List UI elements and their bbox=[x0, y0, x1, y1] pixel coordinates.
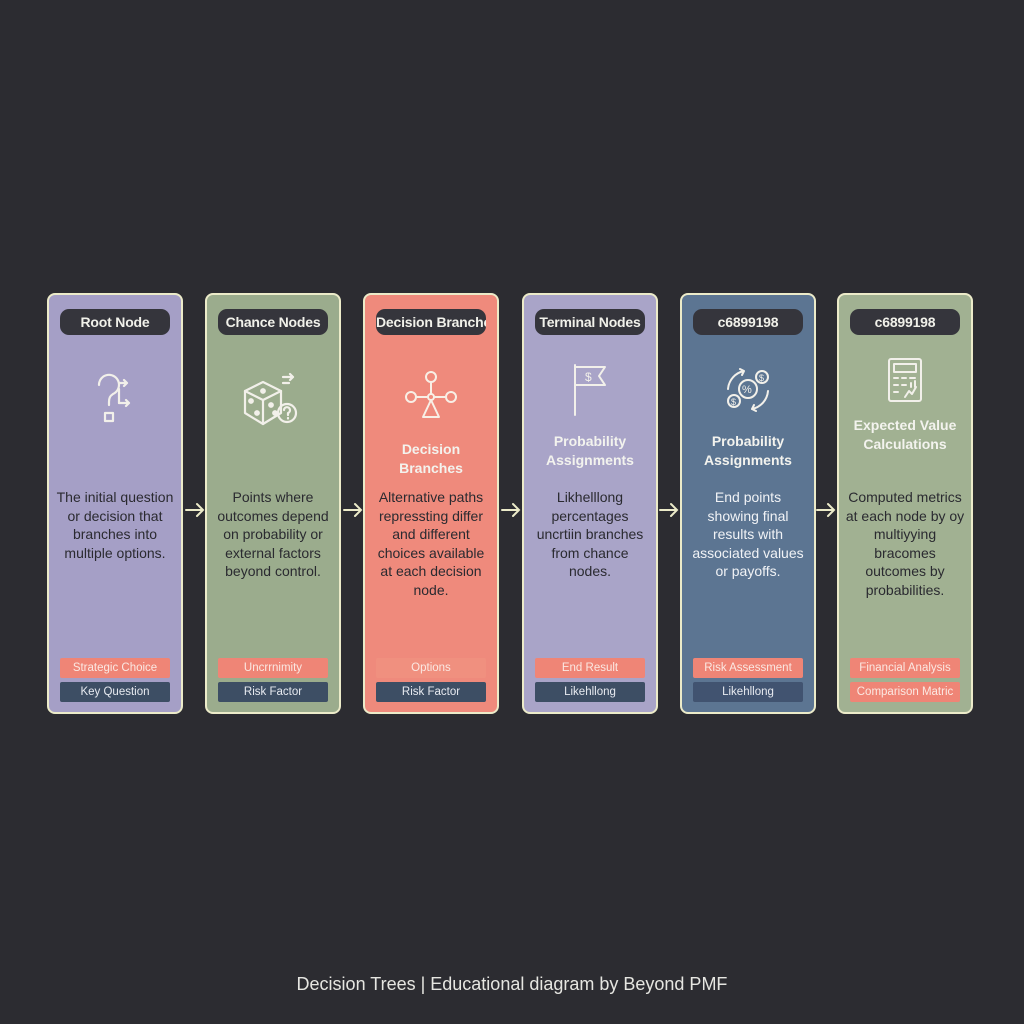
card-title: Decision Branches bbox=[376, 309, 486, 335]
arrow-right-icon bbox=[185, 503, 205, 517]
card-chance-nodes: Chance Nodes Points where outcomes depen… bbox=[205, 293, 341, 714]
card-description: End points showing final results with as… bbox=[692, 489, 804, 579]
tag-likelihood: Likehllong bbox=[535, 682, 645, 702]
percent-exchange-icon: % $ $ bbox=[682, 365, 814, 431]
card-title: Chance Nodes bbox=[218, 309, 328, 335]
card-subtitle: Probability Assignments bbox=[546, 433, 634, 468]
card-terminal-nodes: Terminal Nodes $ Probability Assignments… bbox=[522, 293, 658, 714]
arrow-right-icon bbox=[659, 503, 679, 517]
card-description: Likhelllong percentages uncrtiin branche… bbox=[536, 489, 644, 579]
branch-network-icon bbox=[365, 369, 497, 435]
card-title: c6899198 bbox=[693, 309, 803, 335]
card-subtitle: Expected Value Calculations bbox=[853, 417, 957, 452]
svg-text:%: % bbox=[742, 384, 752, 396]
svg-text:$: $ bbox=[585, 370, 592, 384]
arrow-right-icon bbox=[816, 503, 836, 517]
tag-end-result: End Result bbox=[535, 658, 645, 678]
svg-text:$: $ bbox=[731, 397, 736, 407]
tag-comparison-matrix: Comparison Matric bbox=[850, 682, 960, 702]
card-description: The initial question or decision that br… bbox=[56, 489, 174, 561]
card-description: Alternative paths repressting differ and… bbox=[377, 489, 485, 598]
card-title: c6899198 bbox=[850, 309, 960, 335]
decision-tree-flow: Root Node The initial question or decisi… bbox=[47, 293, 977, 717]
card-title: Terminal Nodes bbox=[535, 309, 645, 335]
dollar-flag-icon: $ bbox=[524, 359, 656, 425]
card-subtitle: Probability Assignments bbox=[704, 433, 792, 468]
card-root-node: Root Node The initial question or decisi… bbox=[47, 293, 183, 714]
tag-financial-analysis: Financial Analysis bbox=[850, 658, 960, 678]
tag-risk-factor: Risk Factor bbox=[218, 682, 328, 702]
tag-options: Options bbox=[376, 658, 486, 678]
tag-likelihood: Likehllong bbox=[693, 682, 803, 702]
tag-risk-assessment: Risk Assessment bbox=[693, 658, 803, 678]
card-description: Points where outcomes depend on probabil… bbox=[217, 489, 329, 579]
card-probability-assignments: c6899198 % $ $ Probability Assignments E… bbox=[680, 293, 816, 714]
calculator-icon bbox=[839, 357, 971, 423]
card-subtitle: Decision Branches bbox=[399, 441, 463, 476]
card-description: Computed metrics at each node by oy mult… bbox=[845, 489, 965, 598]
question-branch-icon bbox=[49, 369, 181, 435]
card-expected-value: c6899198 Expected Value Calculations Com… bbox=[837, 293, 973, 714]
tag-key-question: Key Question bbox=[60, 682, 170, 702]
footer-caption: Decision Trees | Educational diagram by … bbox=[296, 974, 728, 994]
svg-text:$: $ bbox=[759, 373, 764, 383]
arrow-right-icon bbox=[343, 503, 363, 517]
tag-strategic-choice: Strategic Choice bbox=[60, 658, 170, 678]
arrow-right-icon bbox=[501, 503, 521, 517]
card-title: Root Node bbox=[60, 309, 170, 335]
tag-uncertainty: Uncrrnimity bbox=[218, 658, 328, 678]
tag-risk-factor: Risk Factor bbox=[376, 682, 486, 702]
dice-icon bbox=[207, 369, 339, 435]
card-decision-branches: Decision Branches Decision Branches Alte… bbox=[363, 293, 499, 714]
